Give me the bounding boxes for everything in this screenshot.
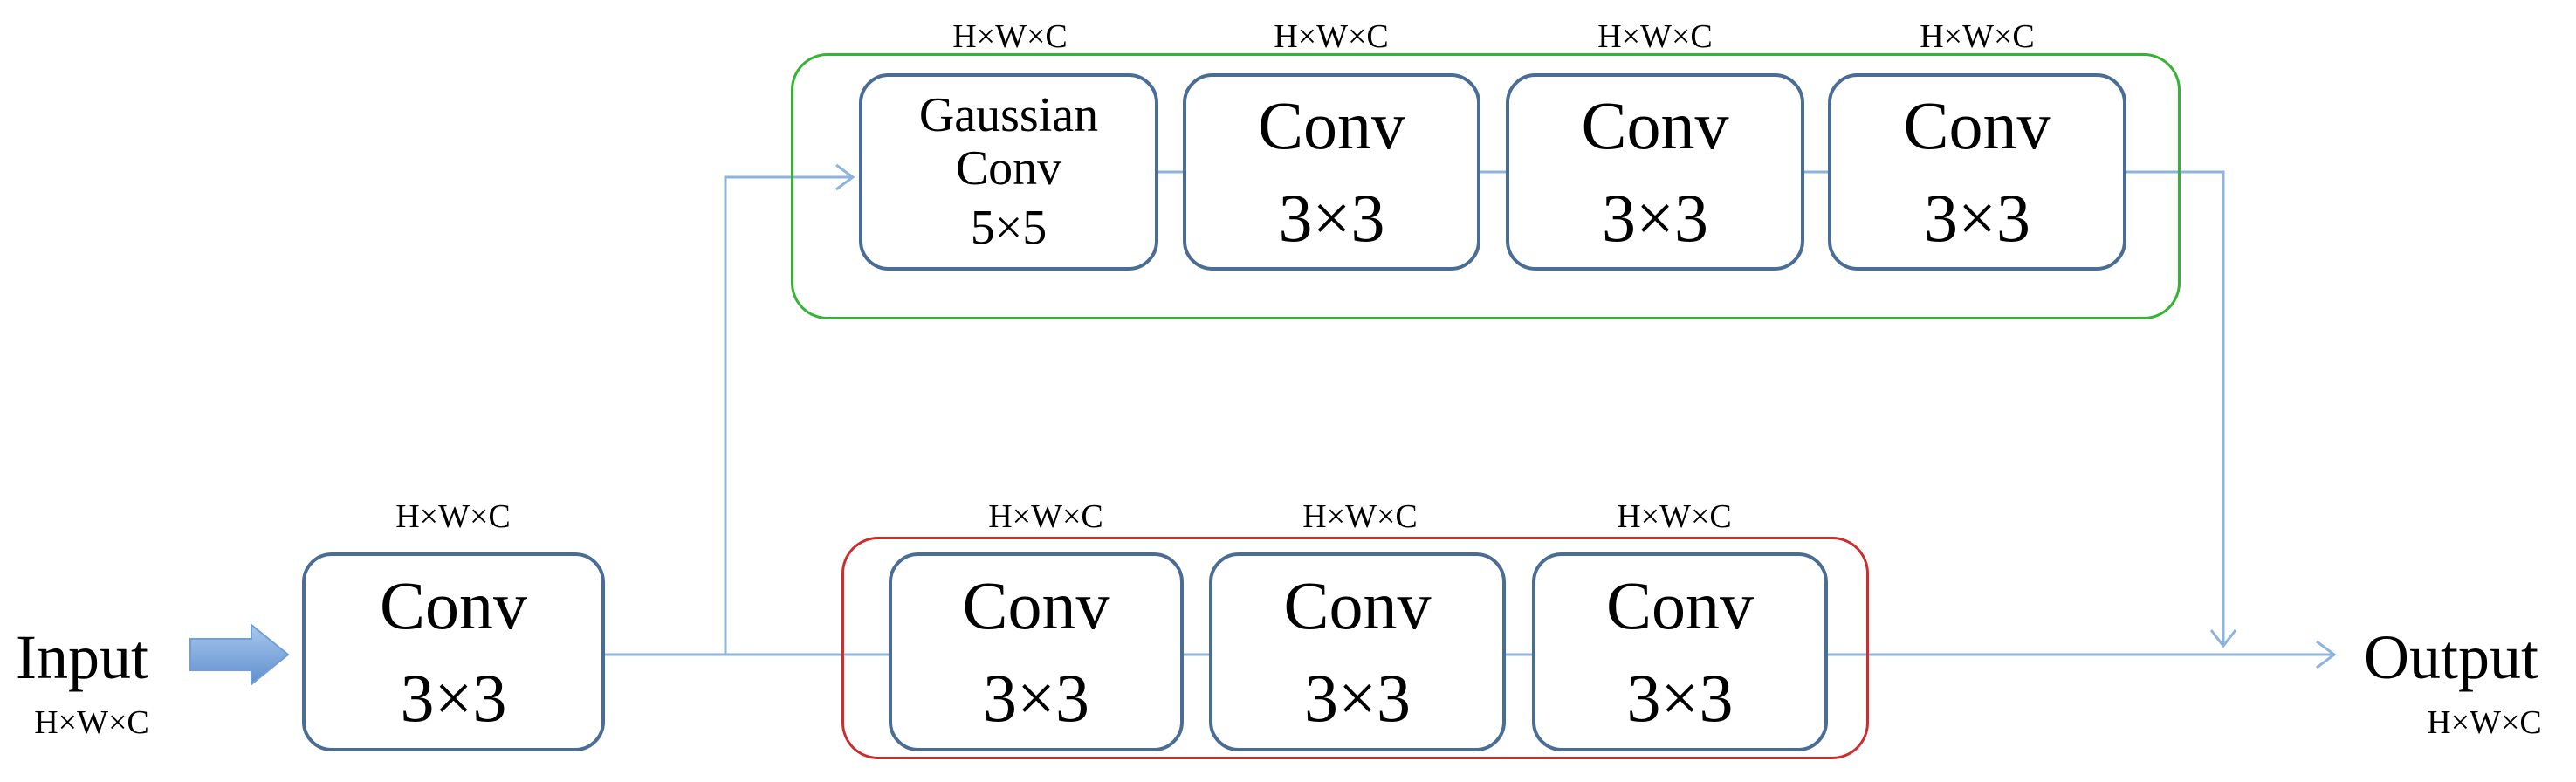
output-arrowhead <box>2316 640 2337 669</box>
block-size: 3×3 <box>1278 180 1385 256</box>
block-name: Conv <box>1257 87 1406 163</box>
stem-dim: H×W×C <box>395 498 511 535</box>
input-label: Input <box>16 622 148 692</box>
top-block-dim-3: H×W×C <box>1597 18 1713 55</box>
gaussian-conv-block: Gaussian Conv 5×5 <box>859 73 1158 271</box>
output-label: Output <box>2364 622 2539 692</box>
top-conv-block-2: Conv 3×3 <box>1183 73 1480 271</box>
bottom-branch-group <box>841 537 1869 759</box>
top-conv-block-4: Conv 3×3 <box>1828 73 2126 271</box>
block-size: 3×3 <box>1602 180 1708 256</box>
bottom-conv-block-1: Conv 3×3 <box>889 552 1184 751</box>
top-block-dim-2: H×W×C <box>1274 18 1389 55</box>
input-arrow <box>189 622 290 687</box>
block-name: Gaussian Conv <box>918 87 1099 196</box>
bottom-conv-block-3: Conv 3×3 <box>1532 552 1828 751</box>
bottom-block-dim-1: H×W×C <box>988 498 1103 535</box>
block-size: 3×3 <box>1924 180 2030 256</box>
bottom-block-dim-2: H×W×C <box>1302 498 1418 535</box>
top-branch-group <box>791 53 2181 319</box>
block-size: 3×3 <box>983 660 1089 736</box>
block-name: Conv <box>1903 87 2051 163</box>
block-size: 3×3 <box>1626 660 1734 736</box>
top-branch-out-line <box>2126 170 2225 644</box>
block-name: Conv <box>1605 567 1755 643</box>
top-conv-block-3: Conv 3×3 <box>1506 73 1804 271</box>
block-size: 5×5 <box>970 200 1048 255</box>
bottom-block-dim-3: H×W×C <box>1617 498 1732 535</box>
block-name: Conv <box>962 567 1110 643</box>
top-branch-feed-line <box>724 175 851 655</box>
top-block-dim-1: H×W×C <box>952 18 1068 55</box>
top-branch-feed-arrowhead <box>835 163 855 191</box>
block-size: 3×3 <box>400 660 507 736</box>
top-branch-out-arrowhead <box>2209 629 2237 648</box>
block-name: Conv <box>1283 567 1432 643</box>
block-name: Conv <box>1581 87 1729 163</box>
output-dim: H×W×C <box>2427 704 2542 741</box>
input-dim: H×W×C <box>34 704 149 741</box>
top-block-dim-4: H×W×C <box>1920 18 2035 55</box>
block-name: Conv <box>379 567 528 643</box>
stem-conv-block: Conv 3×3 <box>302 552 605 751</box>
bottom-conv-block-2: Conv 3×3 <box>1209 552 1506 751</box>
block-size: 3×3 <box>1304 660 1411 736</box>
